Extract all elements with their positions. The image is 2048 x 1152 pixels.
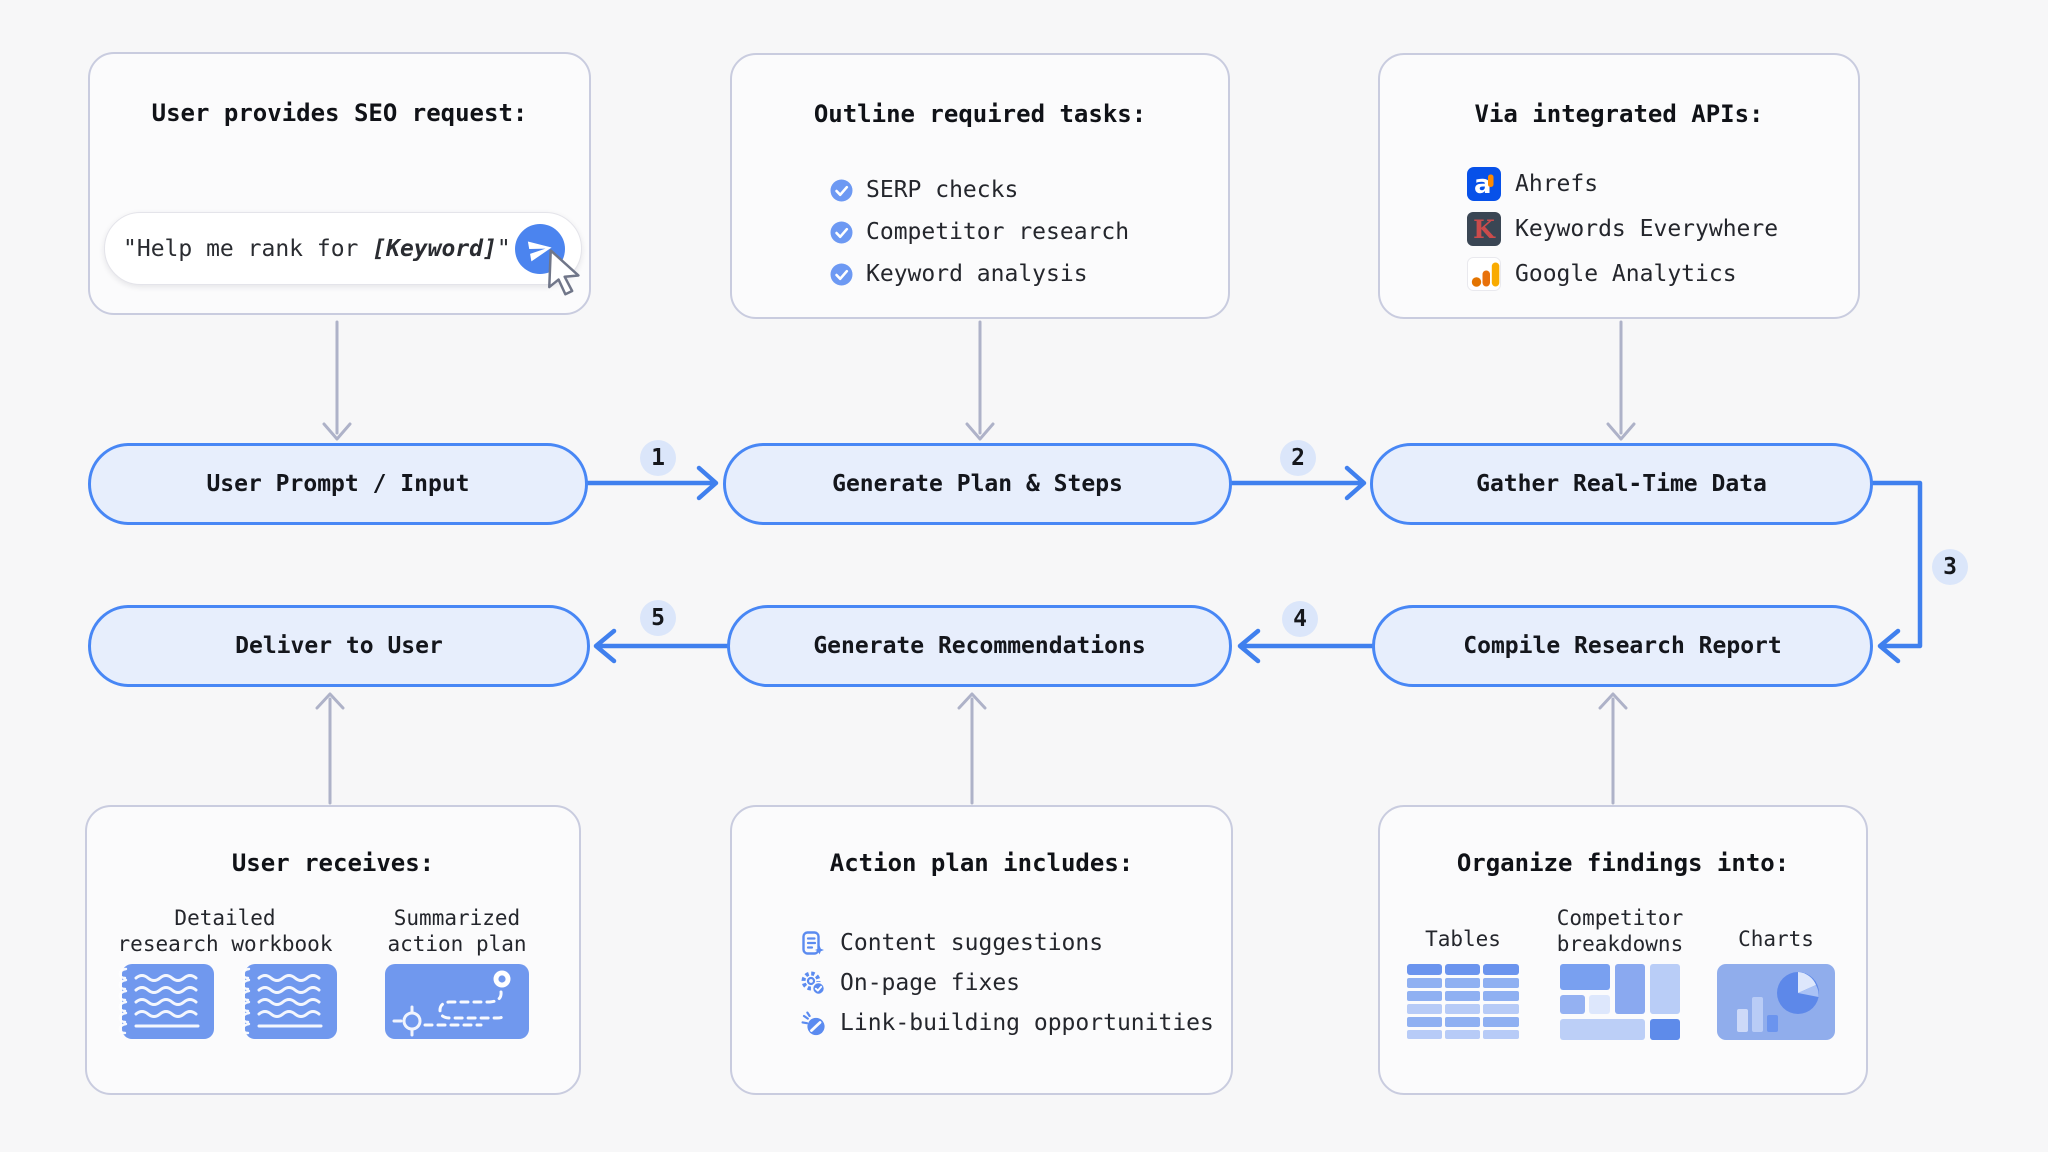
content-doc-icon [802, 931, 824, 955]
api-label: Google Analytics [1515, 261, 1737, 287]
input-value: "Help me rank for [Keyword]" [105, 236, 511, 262]
api-item-ahrefs: a Ahrefs [1467, 167, 1598, 201]
flow-node-recommendations: Generate Recommendations [727, 605, 1232, 687]
keywords-everywhere-icon: K [1467, 212, 1501, 246]
task-label: Competitor research [866, 219, 1130, 245]
api-item-keywords-everywhere: K Keywords Everywhere [1467, 212, 1778, 246]
task-label: Keyword analysis [866, 261, 1088, 287]
notebook-icon [118, 964, 214, 1039]
charts-label-line1: Charts [1738, 927, 1814, 951]
flow-node-label: Gather Real-Time Data [1476, 471, 1767, 497]
arrow-card-to-prompt [322, 320, 352, 441]
card-integrated-apis: Via integrated APIs: a Ahrefs K Keywords… [1378, 53, 1860, 319]
google-analytics-icon [1467, 257, 1501, 291]
step-badge-3: 3 [1932, 549, 1968, 585]
flow-node-label: Generate Recommendations [813, 633, 1146, 659]
action-plan-item-label: On-page fixes [840, 970, 1021, 996]
link-building-icon [801, 1011, 825, 1036]
card-title: User provides SEO request: [151, 99, 528, 127]
card-user-receives: User receives: Detailed research workboo… [85, 805, 581, 1095]
flow-node-label: User Prompt / Input [206, 471, 470, 497]
action-plan-item-label: Content suggestions [840, 930, 1104, 956]
tables-label: Tables [1425, 926, 1501, 952]
flow-node-label: Compile Research Report [1463, 633, 1782, 659]
notebook-icon [241, 964, 337, 1039]
card-user-seo-request: User provides SEO request: "Help me rank… [88, 52, 591, 315]
step-badge-5: 5 [640, 600, 676, 636]
step-badge-2: 2 [1280, 440, 1316, 476]
input-value-prefix: "Help me rank for [123, 235, 373, 262]
flow-node-gather-data: Gather Real-Time Data [1370, 443, 1873, 525]
gear-check-icon [801, 971, 826, 996]
task-item: Competitor research [830, 219, 1130, 245]
workbook-label: Detailed research workbook [118, 905, 333, 957]
card-title: Via integrated APIs: [1474, 100, 1764, 128]
arrow-card-to-gather [1606, 320, 1636, 441]
task-item: SERP checks [830, 177, 1019, 203]
step-badge-4: 4 [1282, 601, 1318, 637]
flow-node-label: Generate Plan & Steps [832, 471, 1123, 497]
input-value-suffix: " [496, 235, 511, 262]
charts-label: Charts [1738, 926, 1814, 952]
flow-node-generate-plan: Generate Plan & Steps [723, 443, 1232, 525]
action-plan-label: Summarized action plan [387, 905, 526, 957]
card-title: Organize findings into: [1456, 849, 1790, 877]
tables-label-line1: Tables [1425, 927, 1501, 951]
ahrefs-icon: a [1467, 167, 1501, 201]
card-title: Outline required tasks: [813, 100, 1147, 128]
flow-node-label: Deliver to User [235, 633, 443, 659]
card-outline-tasks: Outline required tasks: SERP checks Comp… [730, 53, 1230, 319]
route-map-icon [385, 964, 529, 1039]
mouse-cursor-icon [548, 249, 580, 296]
arrow-findings-to-compile [1598, 692, 1628, 805]
flow-node-compile-report: Compile Research Report [1372, 605, 1873, 687]
arrow-plan-to-recommendations [957, 692, 987, 805]
flow-node-user-prompt: User Prompt / Input [88, 443, 588, 525]
workbook-label-line1: Detailed [174, 906, 276, 930]
treemap-icon [1560, 964, 1680, 1040]
action-plan-item: Content suggestions [800, 929, 1103, 957]
workbook-label-line2: research workbook [117, 932, 333, 956]
table-icon [1407, 964, 1519, 1039]
check-circle-icon [830, 263, 853, 285]
task-label: SERP checks [866, 177, 1019, 203]
card-organize-findings: Organize findings into: Tables Competito… [1378, 805, 1868, 1095]
action-plan-label-line2: action plan [387, 932, 527, 956]
step-badge-1: 1 [640, 440, 676, 476]
paper-plane-icon [527, 240, 552, 261]
pie-bar-chart-icon [1717, 964, 1835, 1040]
competitor-breakdowns-line2: breakdowns [1556, 932, 1684, 956]
check-circle-icon [830, 221, 853, 243]
seo-request-input[interactable]: "Help me rank for [Keyword]" [104, 212, 582, 285]
competitor-breakdowns-label: Competitor breakdowns [1557, 905, 1683, 957]
competitor-breakdowns-line1: Competitor [1556, 906, 1684, 930]
action-plan-item: Link-building opportunities [800, 1009, 1214, 1037]
arrow-card-to-plan [965, 320, 995, 441]
arrow-receives-to-deliver [315, 692, 345, 805]
flow-node-deliver: Deliver to User [88, 605, 590, 687]
input-value-keyword: [Keyword] [372, 235, 497, 262]
card-title: Action plan includes: [829, 849, 1134, 877]
api-label: Keywords Everywhere [1515, 216, 1779, 242]
action-plan-label-line1: Summarized [393, 906, 521, 930]
api-item-google-analytics: Google Analytics [1467, 257, 1737, 291]
ahrefs-letter: a [1474, 170, 1492, 200]
arrow-step-3 [1870, 480, 1923, 664]
action-plan-item-label: Link-building opportunities [840, 1010, 1214, 1036]
check-circle-icon [830, 179, 853, 201]
api-label: Ahrefs [1515, 171, 1599, 197]
task-item: Keyword analysis [830, 261, 1088, 287]
card-title: User receives: [231, 849, 435, 877]
keywords-everywhere-letter: K [1473, 215, 1496, 244]
action-plan-item: On-page fixes [800, 969, 1020, 997]
card-action-plan: Action plan includes: Content suggestion… [730, 805, 1233, 1095]
